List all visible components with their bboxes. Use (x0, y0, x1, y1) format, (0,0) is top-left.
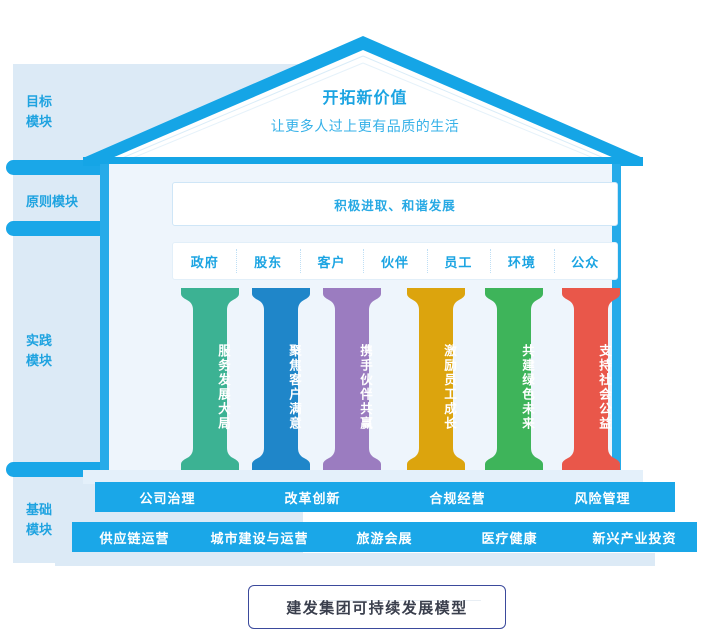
pillar-4-label: 共建绿色未来 (520, 343, 534, 431)
pillar-4: 共建绿色未来 (485, 288, 543, 470)
pillar-1-shape (252, 288, 310, 470)
foundation-row-1-cell-3: 风险管理 (574, 490, 631, 506)
foundation-row-2-cell-1: 城市建设与运营 (210, 530, 309, 546)
module-label-foundation-line-2: 模块 (26, 522, 53, 537)
foundation-row-1-cell-2: 合规经营 (429, 490, 486, 506)
stakeholders-bar: 政府 股东 客户 伙伴 员工 环境 公众 (172, 242, 618, 280)
caption-text: 建发集团可持续发展模型 (286, 599, 468, 617)
foundation-row-1-cell-1: 改革创新 (284, 490, 341, 506)
principles-text: 积极进取、和谐发展 (334, 198, 456, 213)
pillar-2: 携手伙伴共赢 (323, 288, 381, 470)
pillar-5: 支持社会公益 (562, 288, 620, 470)
roof-title: 开拓新价值 (322, 90, 408, 107)
module-label-goal-line-2: 模块 (26, 114, 53, 129)
stakeholder-label-5: 环境 (507, 254, 536, 270)
module-label-practice-line-2: 模块 (26, 353, 53, 368)
roof-text-block: 开拓新价值 让更多人过上更有品质的生活 (190, 84, 540, 136)
pillar-3: 激励员工成长 (407, 288, 465, 470)
module-label-principle-line-1: 原则模块 (26, 194, 79, 209)
foundation-row-1-cell-0: 公司治理 (139, 490, 196, 506)
stakeholder-item-2: 客户 (299, 243, 363, 279)
pillar-4-shape (485, 288, 543, 470)
stakeholder-label-6: 公众 (571, 254, 600, 270)
pillar-3-label: 激励员工成长 (442, 343, 456, 431)
roof-subtitle: 让更多人过上更有品质的生活 (270, 118, 460, 134)
stakeholder-item-6: 公众 (553, 243, 617, 279)
pillar-0: 服务发展大局 (181, 288, 239, 470)
pillar-0-shape (181, 288, 239, 470)
foundation-row-2-cell-0: 供应链运营 (99, 530, 170, 546)
module-label-goal-line-1: 目标 (26, 94, 53, 109)
plinth-band (83, 470, 643, 484)
architrave-band (83, 157, 643, 166)
stakeholder-label-3: 伙伴 (380, 254, 409, 270)
base-step (55, 553, 655, 566)
caption-box: 建发集团可持续发展模型 (248, 585, 506, 629)
pillar-5-shape (562, 288, 620, 470)
wall-edge-left (100, 164, 109, 476)
stakeholder-label-4: 员工 (444, 254, 473, 270)
stakeholder-item-5: 环境 (490, 243, 553, 279)
stakeholder-label-0: 政府 (190, 254, 219, 270)
stakeholder-item-3: 伙伴 (363, 243, 426, 279)
foundation-row-2-cell-2: 旅游会展 (356, 530, 413, 546)
caption-overlay-mask-top (316, 567, 481, 585)
stakeholder-label-1: 股东 (254, 254, 283, 270)
stakeholder-item-4: 员工 (426, 243, 490, 279)
principles-box: 积极进取、和谐发展 (172, 182, 618, 226)
foundation-row-2-cell-4: 新兴产业投资 (592, 530, 677, 546)
pillar-5-label: 支持社会公益 (597, 343, 611, 431)
pillar-2-shape (323, 288, 381, 470)
foundation-row-2: 供应链运营 城市建设与运营 旅游会展 医疗健康 新兴产业投资 (72, 522, 697, 552)
module-label-practice-line-1: 实践 (26, 333, 53, 348)
roof-pediment (98, 50, 628, 164)
module-label-foundation-line-1: 基础 (26, 502, 53, 517)
pillar-1-label: 聚焦客户满意 (287, 343, 301, 431)
stakeholder-item-0: 政府 (173, 243, 236, 279)
pillar-3-shape (407, 288, 465, 470)
foundation-row-1: 公司治理 改革创新 合规经营 风险管理 (95, 482, 675, 512)
stakeholder-item-1: 股东 (236, 243, 299, 279)
wall-edge-right (612, 164, 621, 476)
foundation-row-2-cell-3: 医疗健康 (481, 530, 538, 546)
stakeholder-label-2: 客户 (317, 254, 346, 270)
pillar-2-label: 携手伙伴共赢 (358, 343, 372, 431)
pillar-0-label: 服务发展大局 (216, 343, 230, 431)
pillar-1: 聚焦客户满意 (252, 288, 310, 470)
